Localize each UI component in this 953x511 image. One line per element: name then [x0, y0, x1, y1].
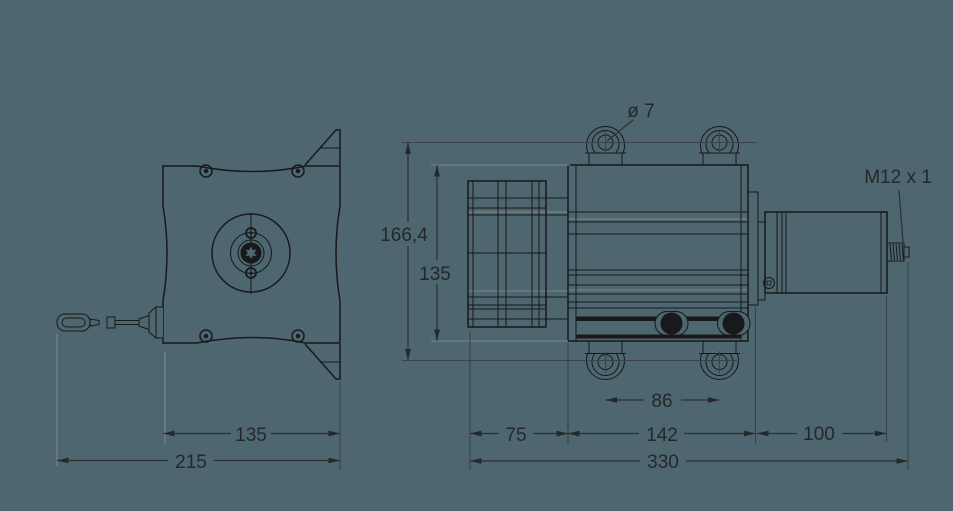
dim-bracket-depth-value: 75 — [505, 425, 526, 446]
dim-body-height: 135 — [415, 165, 457, 341]
front-housing-outline — [162, 165, 341, 344]
front-top-gusset — [304, 129, 341, 166]
dim-foot-hole-spacing: 86 — [605, 389, 720, 412]
hole-diameter-label: ø 7 — [627, 101, 654, 122]
encoder-assembly — [747, 191, 910, 306]
dim-overall-height-value: 166,4 — [380, 225, 428, 246]
dim-front-body-width: 135 — [163, 423, 340, 446]
wire-clip — [56, 313, 91, 332]
dim-bracket-depth: 75 — [470, 423, 568, 446]
m12-connector — [886, 242, 910, 262]
dim-overall-length: 330 — [470, 450, 908, 473]
dim-overall-length-value: 330 — [647, 452, 679, 473]
dim-front-body-width-value: 135 — [235, 425, 267, 446]
dim-body-length: 142 — [568, 423, 756, 446]
wire-rope-assembly — [56, 306, 163, 339]
connector-thread-label: M12 x 1 — [864, 167, 932, 188]
front-corner-screws — [199, 164, 305, 343]
bottom-mounting-lugs — [584, 340, 741, 380]
extension-lines — [56, 141, 909, 470]
dim-front-overall-width: 215 — [57, 450, 340, 473]
label-hole-diameter: ø 7 — [606, 101, 655, 142]
sensor-body — [567, 164, 751, 342]
mounting-bracket — [467, 180, 568, 328]
mounting-hole — [722, 312, 745, 335]
front-view — [56, 129, 341, 380]
dim-overall-height: 166,4 — [376, 142, 433, 361]
label-connector-thread: M12 x 1 — [864, 167, 932, 243]
mounting-hole — [660, 312, 683, 335]
front-bottom-gusset — [304, 343, 341, 380]
dim-front-overall-width-value: 215 — [175, 452, 207, 473]
front-drum-hub — [211, 213, 291, 294]
top-mounting-lugs — [584, 126, 741, 166]
dim-foot-hole-spacing-value: 86 — [651, 391, 672, 412]
encoder-screw — [763, 277, 775, 289]
dim-encoder-length-value: 100 — [803, 424, 835, 445]
dim-body-length-value: 142 — [646, 425, 678, 446]
dim-body-height-value: 135 — [419, 264, 451, 285]
side-view — [467, 126, 910, 380]
dim-encoder-length: 100 — [757, 422, 887, 445]
